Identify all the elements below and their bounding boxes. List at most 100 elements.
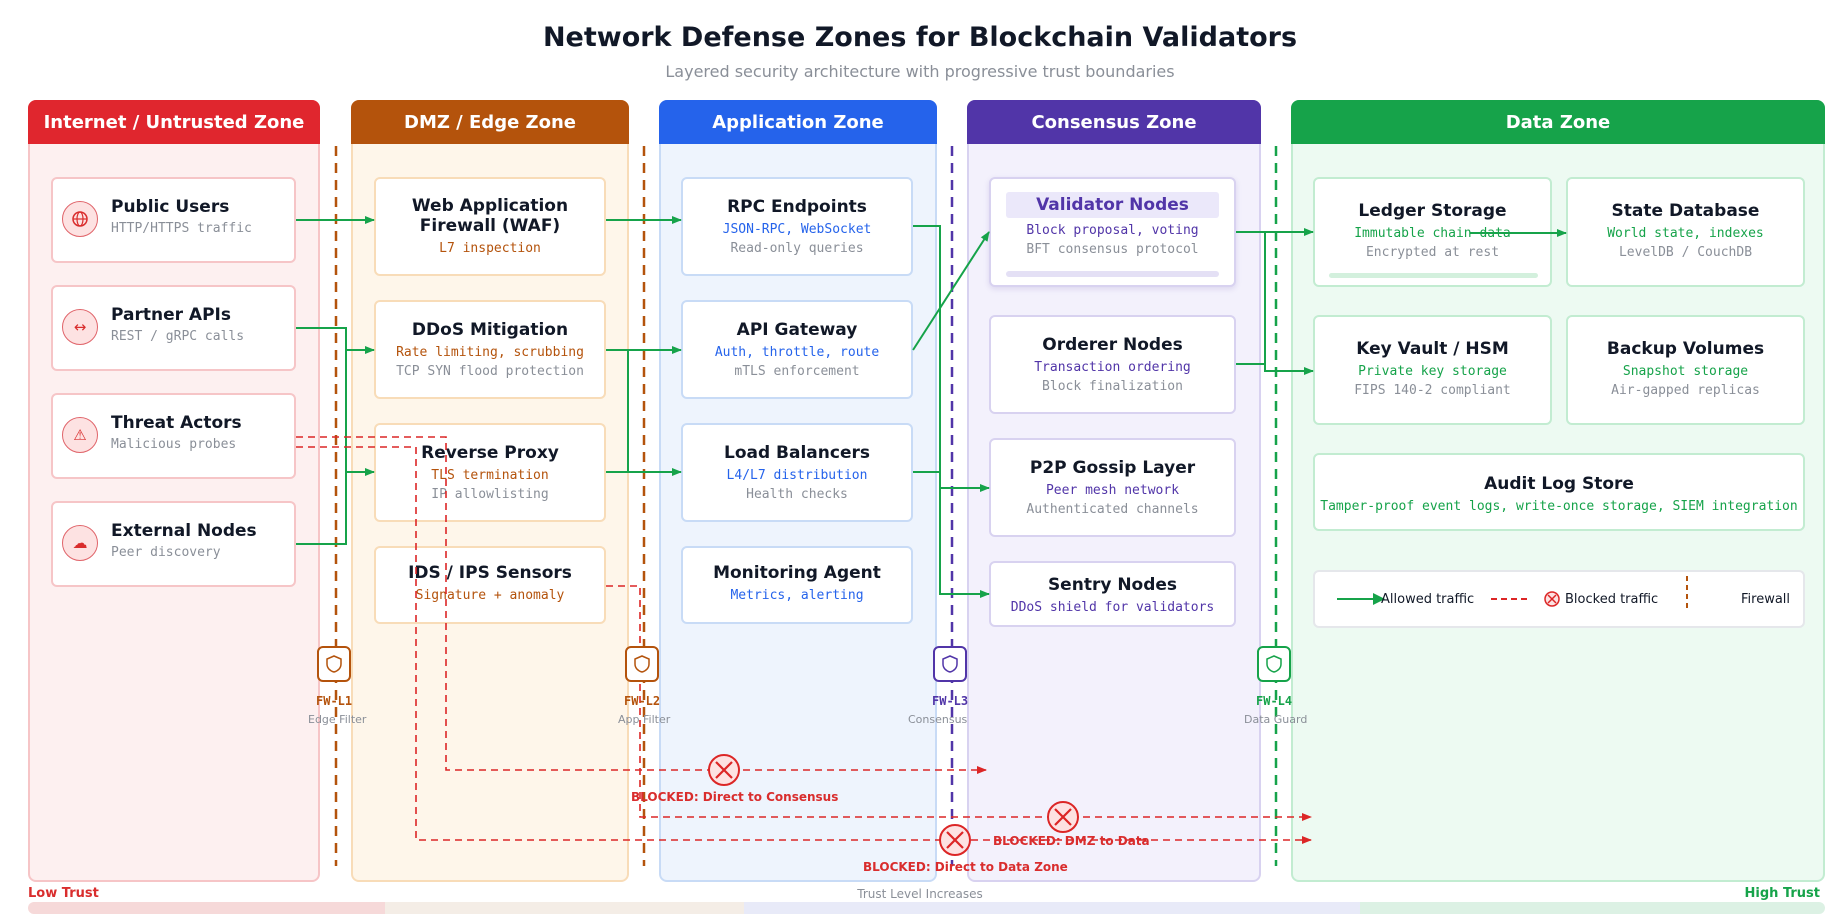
consensus-p2p-gossip[interactable]: P2P Gossip Layer Peer mesh network Authe… — [989, 438, 1236, 537]
source-title: External Nodes — [111, 521, 257, 541]
firewall-3-label: FW-L3 — [932, 694, 969, 708]
card-note: LevelDB / CouchDB — [1618, 245, 1753, 260]
trust-mid-label: Trust Level Increases — [857, 887, 983, 901]
legend: Allowed traffic Blocked traffic Firewall — [1313, 570, 1805, 628]
consensus-sentry-nodes[interactable]: Sentry Nodes DDoS shield for validators — [989, 561, 1236, 627]
card-note: Encrypted at rest — [1365, 245, 1500, 260]
firewall-2-sub: App Filter — [618, 713, 671, 726]
page-title: Network Defense Zones for Blockchain Val… — [542, 22, 1298, 53]
card-title: Orderer Nodes — [1042, 335, 1183, 355]
app-rpc-endpoints[interactable]: RPC Endpoints JSON-RPC, WebSocket Read-o… — [681, 177, 913, 276]
consensus-orderer-nodes[interactable]: Orderer Nodes Transaction ordering Block… — [989, 315, 1236, 414]
card-note: Authenticated channels — [1026, 502, 1199, 517]
blocked-flows — [296, 436, 1312, 844]
card-detail: Peer mesh network — [1045, 483, 1180, 498]
card-title: Validator Nodes — [1036, 195, 1189, 215]
trust-bar-elevated — [744, 902, 1360, 914]
firewall-3-sub: Consensus — [908, 713, 968, 726]
card-title: Reverse Proxy — [421, 443, 559, 463]
ledger-bar — [1329, 273, 1538, 278]
blocked-marker-consensus — [708, 754, 740, 786]
card-note: Air-gapped replicas — [1611, 383, 1760, 398]
dmz-ddos-mitigation[interactable]: DDoS Mitigation Rate limiting, scrubbing… — [374, 300, 606, 399]
consensus-validator-nodes[interactable]: Validator Nodes Block proposal, voting B… — [989, 177, 1236, 287]
dmz-waf[interactable]: Web Application Firewall (WAF) L7 inspec… — [374, 177, 606, 276]
card-title: P2P Gossip Layer — [1029, 458, 1196, 478]
firewall-1-label: FW-L1 — [316, 694, 353, 708]
card-detail: L7 inspection — [439, 241, 541, 256]
card-detail: Tamper-proof event logs, write-once stor… — [1320, 499, 1798, 514]
legend-firewall-label: Firewall — [1741, 592, 1791, 607]
card-detail: Snapshot storage — [1622, 364, 1749, 379]
exchange-icon: ↔ — [62, 309, 98, 345]
zone-internet-header: Internet / Untrusted Zone — [28, 100, 320, 144]
page-subtitle: Layered security architecture with progr… — [665, 62, 1175, 81]
firewall-2-shield-icon[interactable] — [625, 646, 659, 682]
card-detail: Block proposal, voting — [1026, 223, 1199, 238]
card-detail: Rate limiting, scrubbing — [396, 345, 584, 360]
card-title: IDS / IPS Sensors — [408, 563, 572, 583]
card-detail: Auth, throttle, route — [714, 345, 880, 360]
firewall-4-label: FW-L4 — [1256, 694, 1293, 708]
card-detail: Metrics, alerting — [730, 588, 864, 603]
card-title: DDoS Mitigation — [411, 320, 569, 340]
card-detail: DDoS shield for validators — [1010, 600, 1215, 615]
trust-high-label: High Trust — [1744, 886, 1820, 901]
firewall-4-shield-icon[interactable] — [1257, 646, 1291, 682]
globe-icon — [62, 201, 98, 237]
firewall-1-shield-icon[interactable] — [317, 646, 351, 682]
source-title: Threat Actors — [111, 413, 242, 433]
card-detail: JSON-RPC, WebSocket — [722, 222, 872, 237]
card-detail: Private key storage — [1358, 364, 1507, 379]
firewall-1-sub: Edge Filter — [308, 713, 367, 726]
card-title: RPC Endpoints — [727, 197, 867, 217]
source-subtitle: REST / gRPC calls — [111, 329, 245, 344]
source-subtitle: HTTP/HTTPS traffic — [111, 221, 252, 236]
legend-allowed-label: Allowed traffic — [1381, 592, 1475, 607]
data-state-database[interactable]: State Database World state, indexes Leve… — [1566, 177, 1805, 287]
firewall-2-label: FW-L2 — [624, 694, 661, 708]
card-note: Read-only queries — [730, 241, 864, 256]
card-note: Health checks — [746, 487, 848, 502]
dmz-ids-ips[interactable]: IDS / IPS Sensors Signature + anomaly — [374, 546, 606, 624]
blocked-label-dmz-data: BLOCKED: DMZ to Data — [993, 834, 1150, 848]
firewall-4-sub: Data Guard — [1244, 713, 1308, 726]
card-note: TCP SYN flood protection — [396, 364, 584, 379]
data-key-vault[interactable]: Key Vault / HSM Private key storage FIPS… — [1313, 315, 1552, 425]
validator-title-band — [1006, 192, 1219, 218]
source-partner-apis[interactable]: ↔ Partner APIs REST / gRPC calls — [51, 285, 296, 371]
card-detail: Transaction ordering — [1034, 360, 1191, 375]
allowed-flows — [296, 216, 1567, 598]
validator-progress-bar — [1006, 271, 1219, 277]
trust-bar-medium — [385, 902, 744, 914]
zone-dmz-header: DMZ / Edge Zone — [351, 100, 629, 144]
data-backup-volumes[interactable]: Backup Volumes Snapshot storage Air-gapp… — [1566, 315, 1805, 425]
card-title: Sentry Nodes — [1047, 575, 1178, 595]
app-load-balancers[interactable]: Load Balancers L4/L7 distribution Health… — [681, 423, 913, 522]
trust-bar-low — [28, 902, 385, 914]
source-title: Partner APIs — [111, 305, 231, 325]
card-detail: L4/L7 distribution — [726, 468, 868, 483]
source-external-nodes[interactable]: ☁ External Nodes Peer discovery — [51, 501, 296, 587]
source-public-users[interactable]: Public Users HTTP/HTTPS traffic — [51, 177, 296, 263]
card-detail: Signature + anomaly — [415, 588, 565, 603]
source-title: Public Users — [111, 197, 230, 217]
card-title: Web Application Firewall (WAF) — [411, 196, 569, 236]
card-note: Block finalization — [1042, 379, 1183, 394]
card-note: mTLS enforcement — [734, 364, 860, 379]
card-note: IP allowlisting — [431, 487, 549, 502]
dmz-reverse-proxy[interactable]: Reverse Proxy TLS termination IP allowli… — [374, 423, 606, 522]
data-audit-log-store[interactable]: Audit Log Store Tamper-proof event logs,… — [1313, 453, 1805, 531]
source-threat-actors[interactable]: ⚠ Threat Actors Malicious probes — [51, 393, 296, 479]
zone-consensus-header: Consensus Zone — [967, 100, 1261, 144]
firewall-3-shield-icon[interactable] — [933, 646, 967, 682]
card-title: State Database — [1611, 201, 1760, 221]
card-title: Key Vault / HSM — [1356, 339, 1509, 359]
card-note: BFT consensus protocol — [1026, 242, 1199, 257]
app-monitoring-agent[interactable]: Monitoring Agent Metrics, alerting — [681, 546, 913, 624]
app-api-gateway[interactable]: API Gateway Auth, throttle, route mTLS e… — [681, 300, 913, 399]
legend-graphics — [1337, 576, 1688, 608]
card-title: Load Balancers — [723, 443, 870, 463]
card-detail: TLS termination — [431, 468, 549, 483]
